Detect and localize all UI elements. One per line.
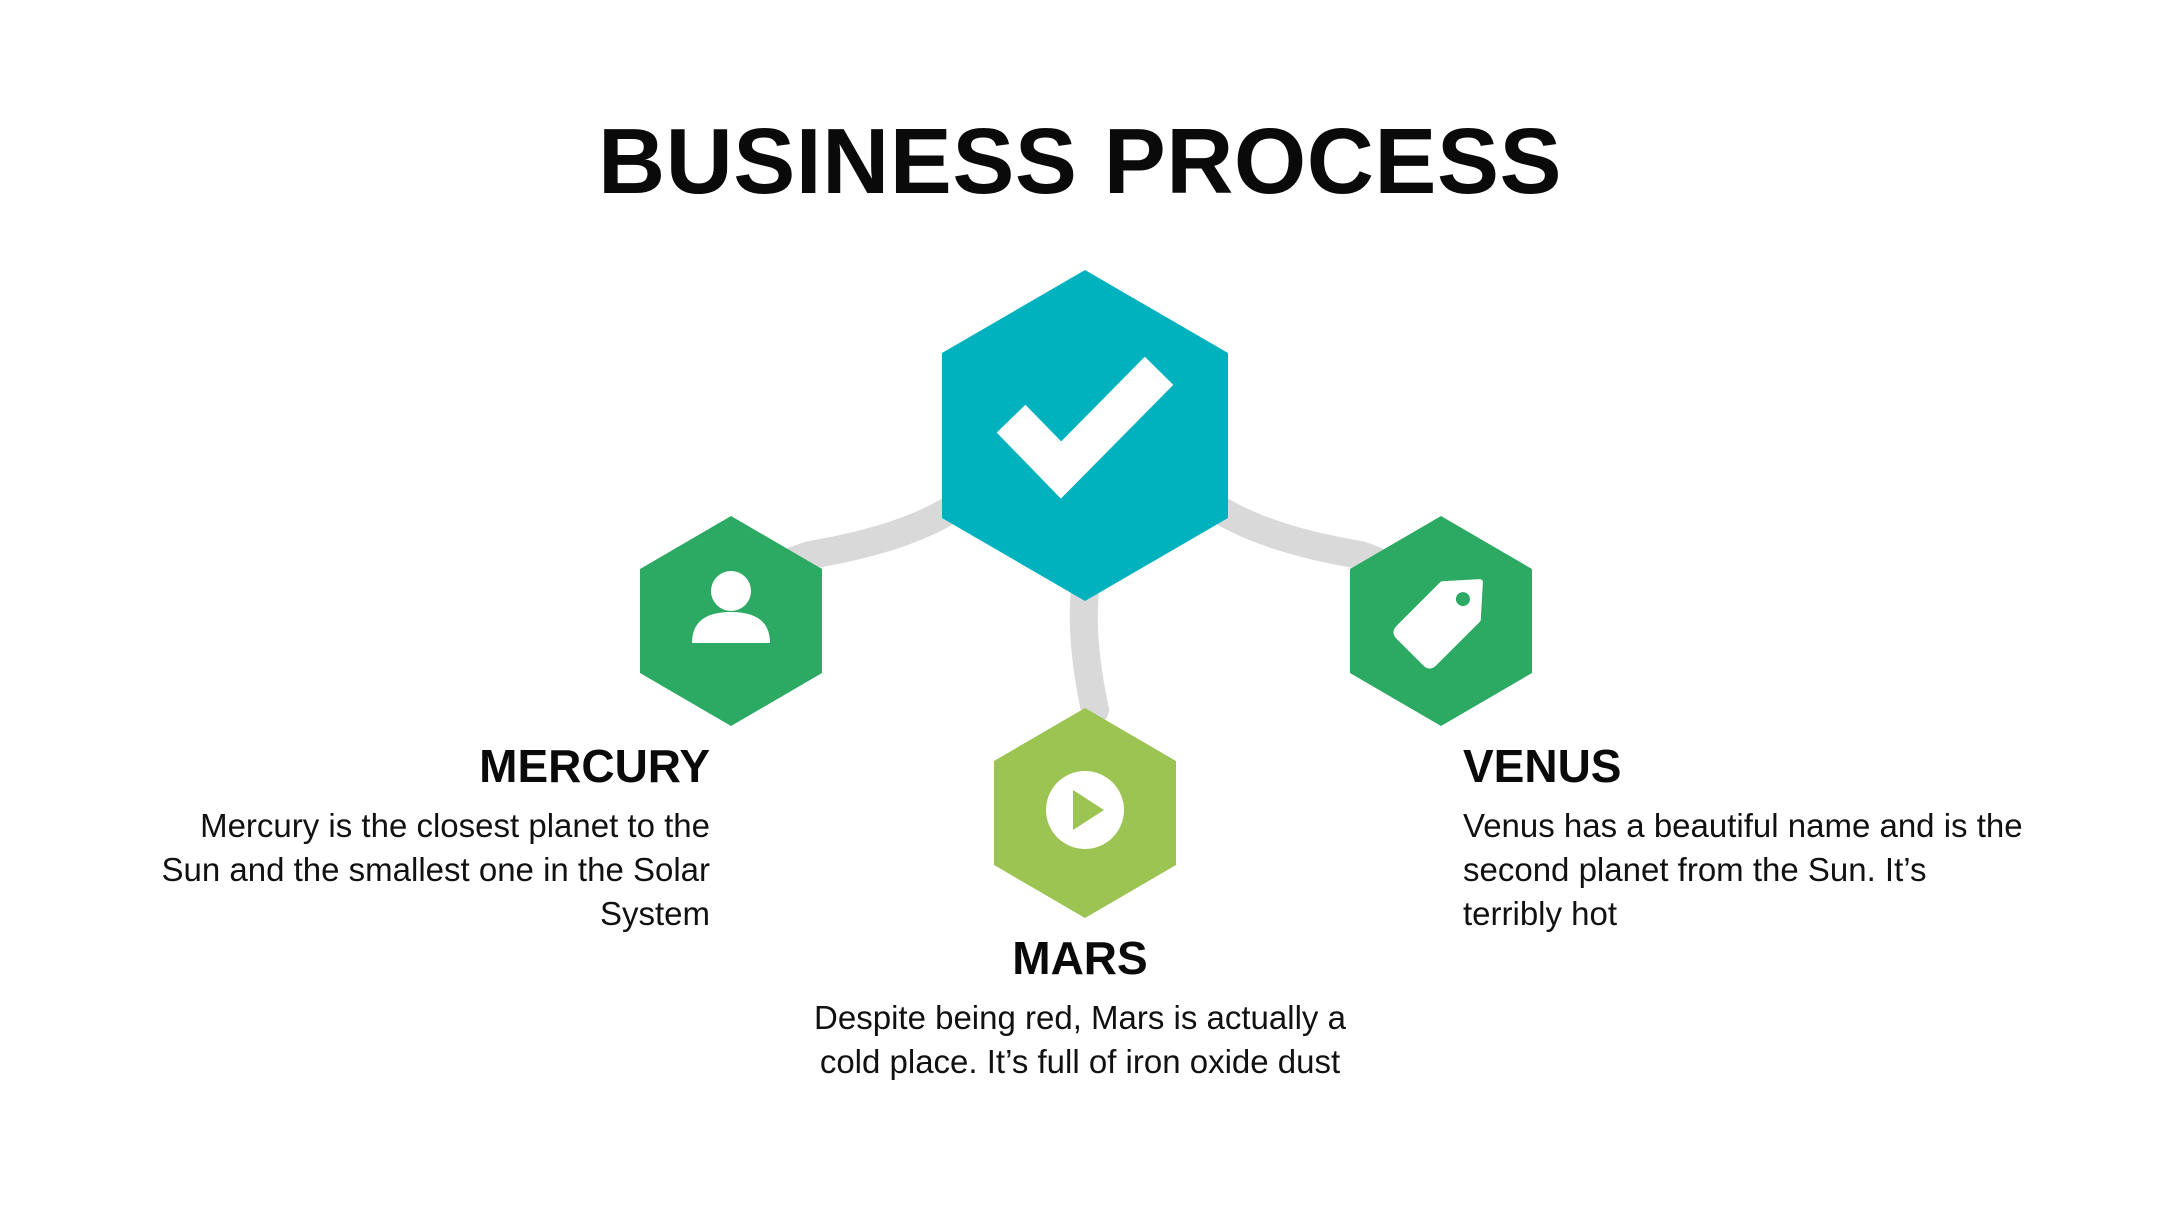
tag-icon — [1393, 579, 1483, 669]
venus-title: VENUS — [1463, 740, 1622, 792]
mars-description: Despite being red, Mars is actually a co… — [814, 999, 1346, 1080]
mercury-node — [640, 516, 822, 726]
play-icon — [1046, 771, 1124, 849]
venus-node — [1350, 516, 1532, 726]
checkmark-icon — [996, 356, 1174, 499]
mercury-title: MERCURY — [479, 740, 710, 792]
mars-node — [994, 708, 1176, 918]
mars-title: MARS — [1012, 932, 1148, 984]
venus-description: Venus has a beautiful name and is the se… — [1463, 807, 2023, 932]
user-icon — [692, 571, 770, 643]
center-node — [942, 270, 1228, 601]
connector-mars — [1069, 576, 1109, 724]
page-title: BUSINESS PROCESS — [597, 109, 1563, 213]
mercury-description: Mercury is the closest planet to the Sun… — [161, 807, 710, 932]
